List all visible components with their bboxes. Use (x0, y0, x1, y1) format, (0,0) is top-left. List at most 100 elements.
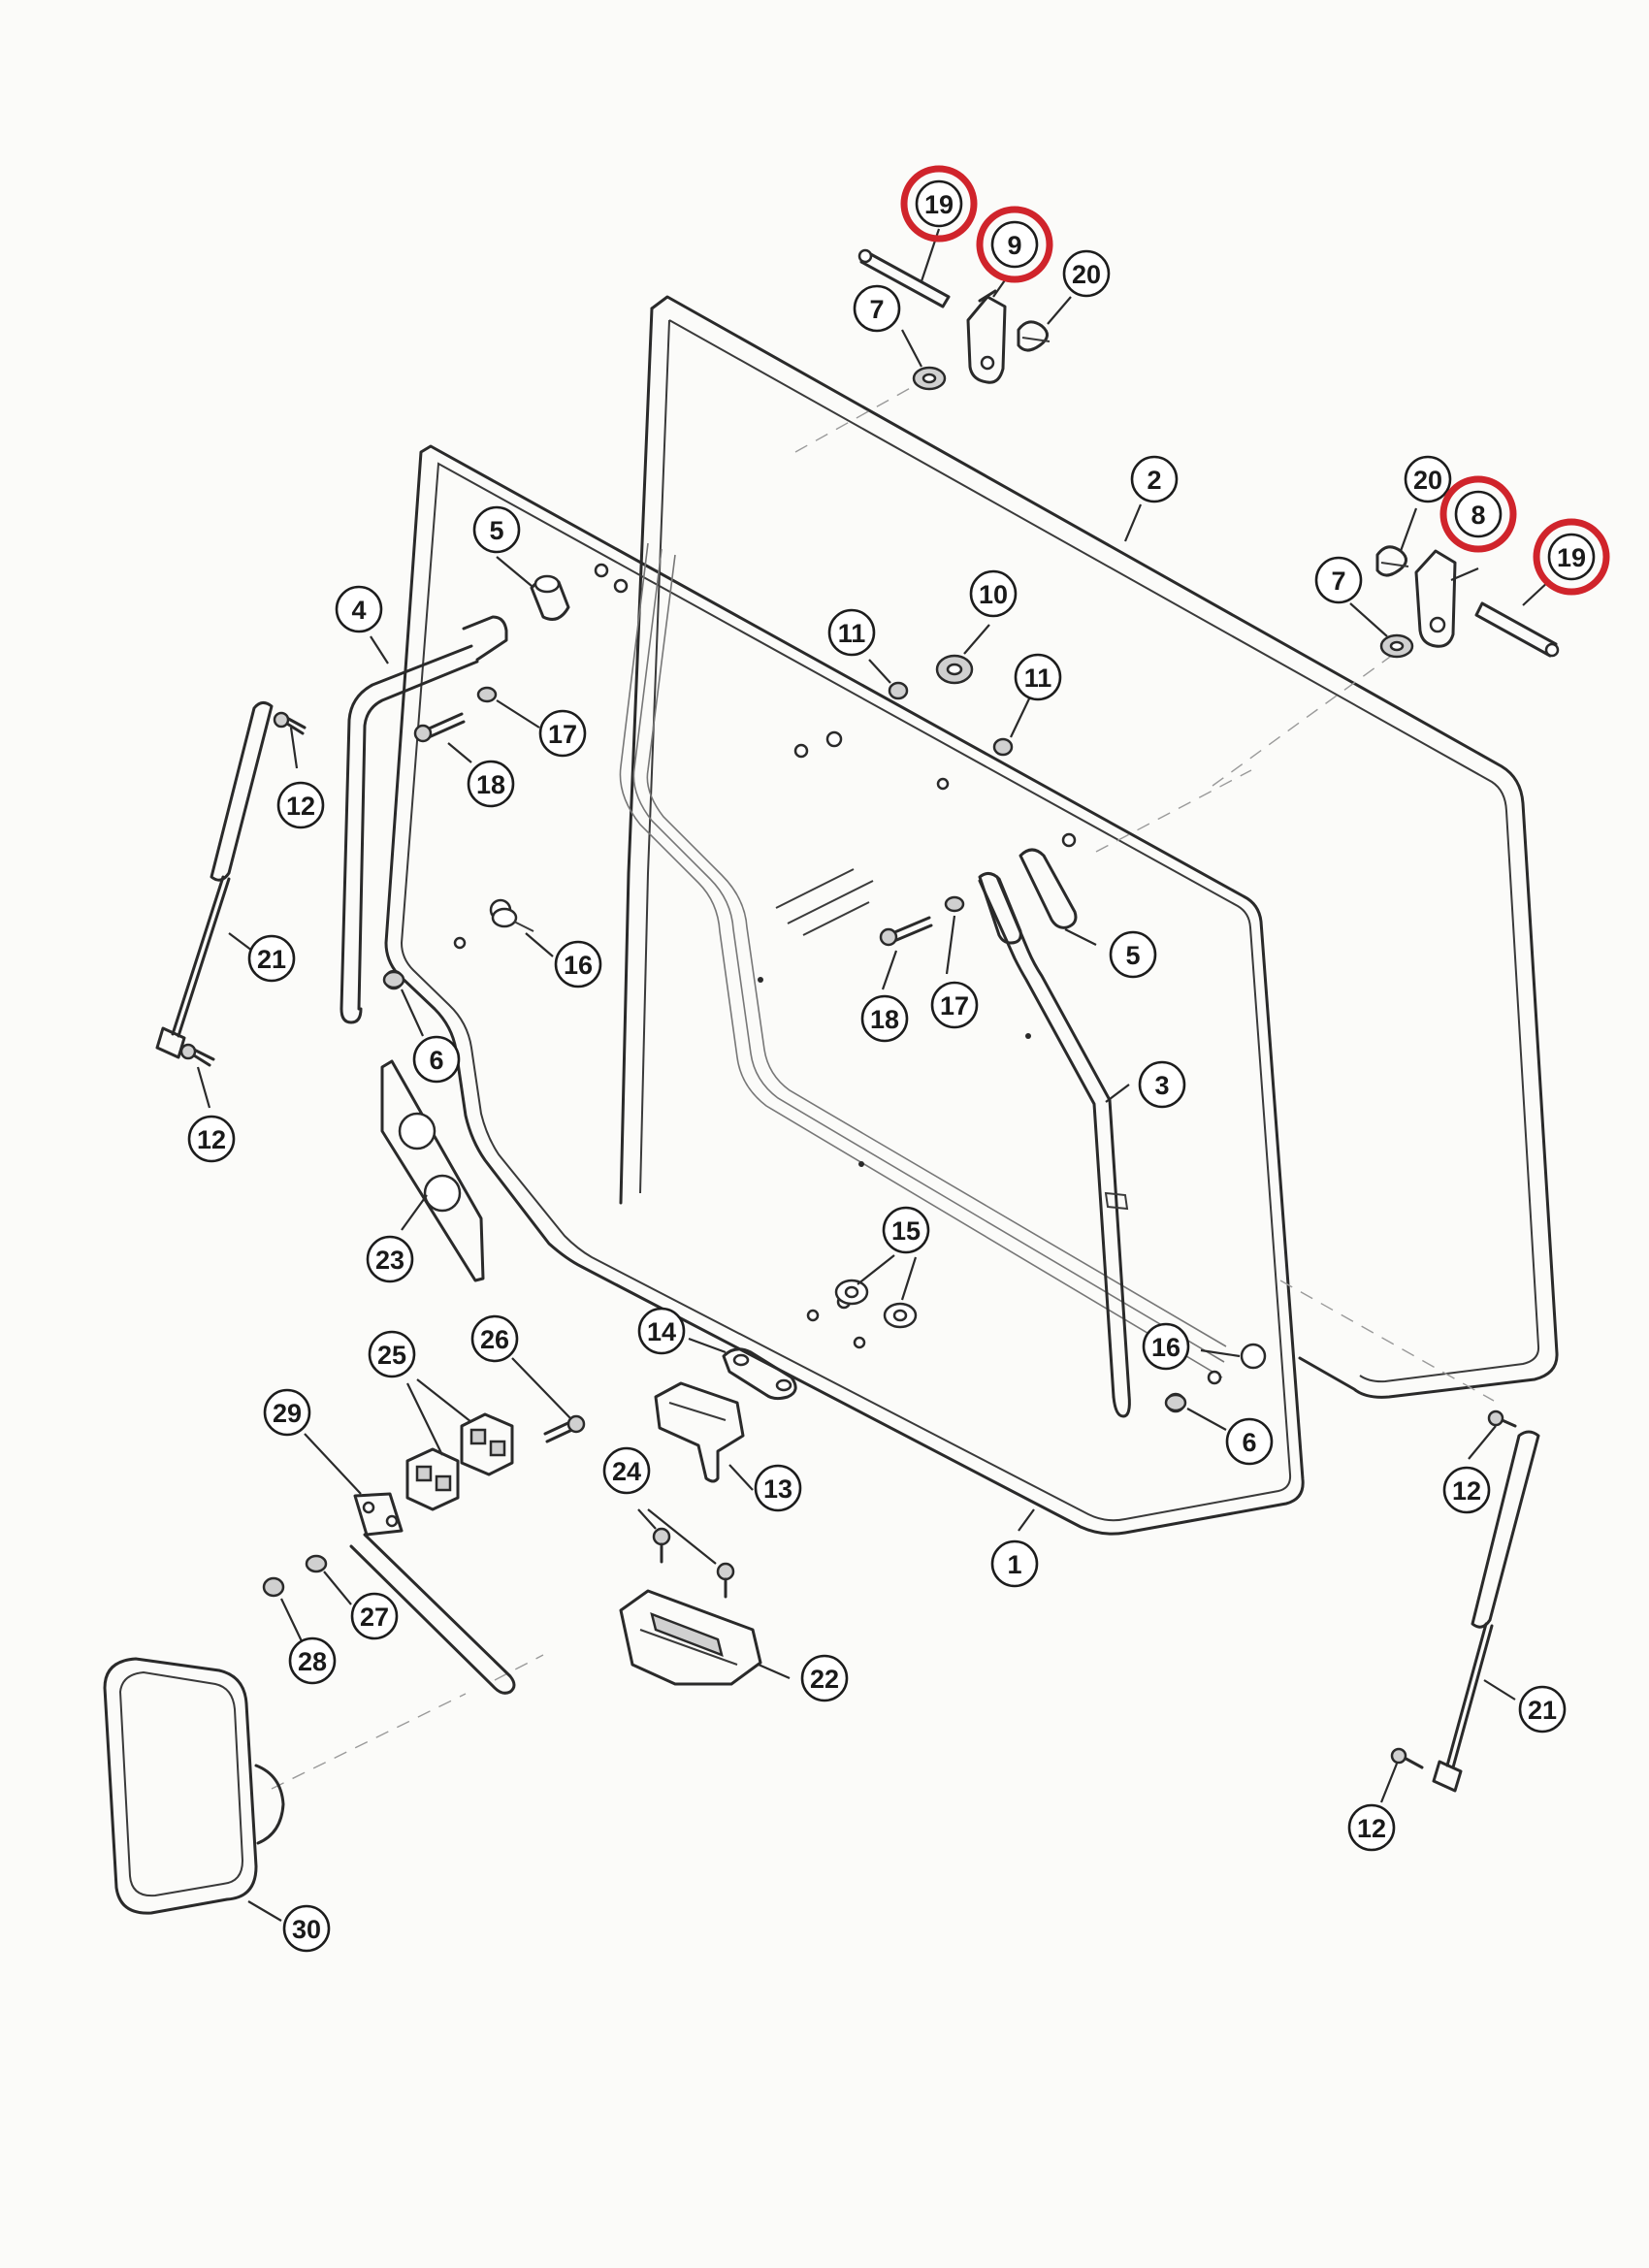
callout-number: 26 (480, 1325, 509, 1354)
mirror-bracket-29 (349, 1492, 516, 1695)
callout-6: 6 (1225, 1417, 1274, 1466)
callout-25: 25 (368, 1330, 416, 1378)
callout-number: 12 (1357, 1814, 1386, 1843)
glass-frame-seal (619, 295, 1559, 1399)
callout-bubble (276, 781, 325, 829)
callout-number: 12 (1452, 1476, 1481, 1506)
callout-10: 10 (969, 569, 1018, 618)
callout-30: 30 (282, 1904, 331, 1953)
callout-5: 5 (1109, 930, 1157, 979)
lock-rod-lower (978, 875, 1131, 1418)
callout-bubble (470, 1314, 519, 1363)
panel-holes (453, 563, 1222, 1385)
callout-bubble (1142, 1322, 1190, 1371)
striker-housing-22 (619, 1589, 762, 1686)
callout-bubble (288, 1636, 337, 1685)
pin-16-left (491, 907, 534, 932)
callout-bubble (472, 505, 521, 554)
callout-bubble (1225, 1417, 1274, 1466)
callout-28: 28 (288, 1636, 337, 1685)
callout-bubble (350, 1592, 399, 1640)
callout-bubble (366, 1235, 414, 1283)
callout-17: 17 (930, 981, 979, 1029)
callout-27: 27 (350, 1592, 399, 1640)
clip-20-right (1375, 545, 1409, 577)
callout-bubble (263, 1388, 311, 1437)
callout-3: 3 (1138, 1060, 1186, 1109)
callout-11: 11 (827, 608, 876, 657)
callout-number: 5 (489, 516, 503, 545)
callout-24: 24 (602, 1446, 651, 1495)
callout-20: 20 (1062, 249, 1111, 298)
bumper-10 (935, 654, 974, 685)
washer-17-upper (476, 686, 498, 703)
assembly-guide-lines (271, 375, 1495, 1790)
callout-bubble (282, 1904, 331, 1953)
callout-number: 28 (298, 1647, 327, 1676)
callout-number: 9 (1007, 231, 1021, 260)
callout-number: 11 (838, 619, 866, 648)
callout-number: 5 (1125, 941, 1140, 970)
callout-2: 2 (1130, 455, 1179, 503)
gas-strut-21-left (155, 701, 274, 1059)
callout-bubble (1062, 249, 1111, 298)
bolt-18-lower (879, 916, 933, 947)
callout-bubble (990, 1539, 1039, 1588)
callout-number: 30 (292, 1915, 321, 1944)
callout-bubble (1547, 533, 1596, 581)
callout-19: 19 (900, 165, 978, 243)
hinge-8 (1414, 549, 1457, 648)
callout-bubble (1518, 1685, 1567, 1733)
callout-number: 17 (548, 720, 577, 749)
callout-12: 12 (187, 1115, 236, 1163)
callout-bubble (554, 940, 602, 988)
callout-bubble (467, 760, 515, 808)
callout-9: 9 (976, 206, 1053, 283)
callout-19: 19 (1533, 518, 1610, 596)
bolt-18-upper (413, 712, 466, 743)
bolt-12 (179, 711, 1517, 1769)
callout-15: 15 (882, 1206, 930, 1254)
callout-bubble (1454, 490, 1503, 538)
grommet-6-left (382, 970, 405, 989)
callout-bubble (412, 1035, 461, 1084)
callout-16: 16 (554, 940, 602, 988)
callout-20: 20 (1404, 455, 1452, 503)
screws-24 (652, 1527, 735, 1599)
callout-bubble (637, 1307, 686, 1355)
highlight-ring (900, 165, 978, 243)
lock-rod-upper (340, 615, 508, 1024)
callout-bubble (187, 1115, 236, 1163)
callout-number: 8 (1471, 501, 1485, 530)
callout-6: 6 (412, 1035, 461, 1084)
nut-28 (262, 1576, 285, 1598)
glass-channel (619, 542, 1227, 1378)
highlight-ring (976, 206, 1053, 283)
callout-number: 2 (1147, 466, 1161, 495)
callout-number: 12 (286, 792, 315, 821)
callout-bubble (368, 1330, 416, 1378)
callout-bubble (754, 1464, 802, 1512)
callout-number: 19 (924, 190, 954, 219)
clip-20-left (1017, 320, 1051, 352)
callout-12: 12 (1347, 1803, 1396, 1852)
callout-number: 12 (197, 1125, 226, 1154)
striker-plate-14 (722, 1347, 797, 1401)
leader-lines (196, 228, 1551, 1922)
callout-4: 4 (335, 585, 383, 633)
callout-number: 13 (763, 1474, 792, 1504)
callout-bubble (969, 569, 1018, 618)
callout-bubble (1404, 455, 1452, 503)
washer-7-right (1379, 633, 1414, 659)
callout-number: 14 (647, 1317, 676, 1346)
callout-11: 11 (1014, 653, 1062, 701)
callout-number: 20 (1072, 260, 1101, 289)
callout-number: 4 (351, 596, 366, 625)
callout-number: 17 (940, 991, 969, 1021)
callout-7: 7 (853, 284, 901, 333)
callout-number: 6 (429, 1046, 443, 1075)
callout-bubble (1442, 1466, 1491, 1514)
callout-12: 12 (1442, 1466, 1491, 1514)
